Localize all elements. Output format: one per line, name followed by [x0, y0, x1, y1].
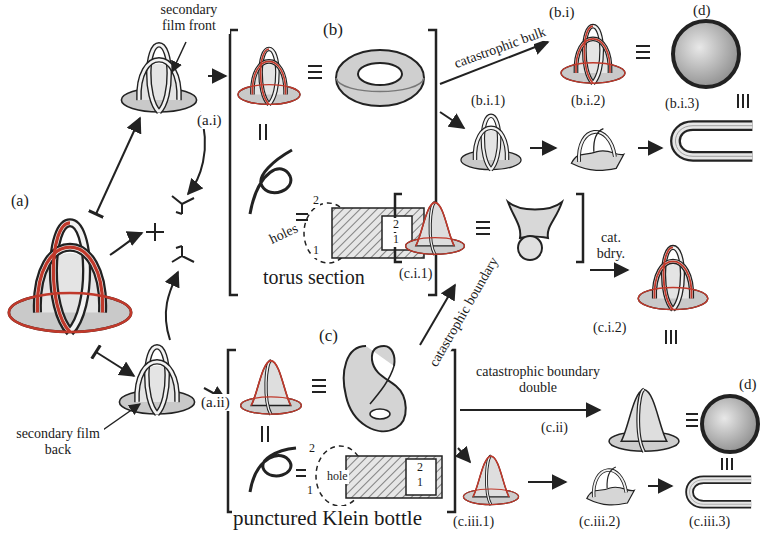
bracket: [395, 194, 583, 262]
figure-label: 1: [312, 244, 320, 258]
figure-label: (a.ii): [200, 394, 231, 411]
figure-label: 1: [416, 476, 424, 490]
bracket: [228, 350, 455, 512]
figure-label: cat. bdry.: [590, 230, 632, 262]
figure-label: (c): [318, 326, 339, 346]
figure-label: (a): [10, 192, 30, 210]
figure-label: 2: [312, 194, 320, 208]
figure-label: (b.i.3): [664, 96, 700, 112]
figure-label: torus section: [262, 266, 366, 289]
figure-label: (b.i.2): [570, 93, 606, 109]
figure-label: (c.i.1): [398, 266, 433, 282]
figure-label: (c.iii.2): [578, 514, 621, 530]
bracket: [230, 30, 436, 295]
junction-symbol: [110, 112, 205, 340]
figure-label: (c.i.2): [592, 320, 627, 336]
figure-label: holes: [266, 220, 301, 248]
figure-label: (d): [738, 376, 758, 393]
figure-label: (b): [322, 20, 344, 40]
figure-label: 2: [308, 442, 316, 456]
figure-label: catastrophic boundary: [426, 253, 503, 370]
arrow: [96, 76, 226, 400]
figure-label: (c.ii): [540, 420, 569, 436]
figure-label: 1: [306, 484, 314, 498]
figure-label: secondary film front: [148, 2, 230, 34]
figure-label: catastrophic bulk: [451, 24, 549, 73]
figure-label: catastrophic boundary double: [462, 364, 614, 396]
figure-label: (c.iii.3): [688, 514, 731, 530]
klein-figure: [241, 346, 442, 506]
surface-figure: [463, 390, 758, 506]
leader-line: [100, 42, 186, 432]
figure-label: (d): [692, 2, 712, 19]
figure-label: hole: [326, 470, 349, 484]
figure-label: (a.i): [196, 112, 223, 129]
torus-figure: [238, 49, 424, 263]
figure-label: 1: [392, 233, 400, 247]
figure-label: secondary film back: [12, 426, 104, 458]
frame-figure: [119, 45, 196, 414]
figure-label: 2: [392, 218, 400, 232]
frame-figure: [9, 223, 131, 332]
figure-label: 2: [416, 461, 424, 475]
figure-label: punctured Klein bottle: [232, 506, 423, 530]
figure-label: (b.i.1): [470, 93, 506, 109]
figure-label: (b.i): [548, 4, 575, 21]
figure-label: (c.iii.1): [452, 514, 495, 530]
